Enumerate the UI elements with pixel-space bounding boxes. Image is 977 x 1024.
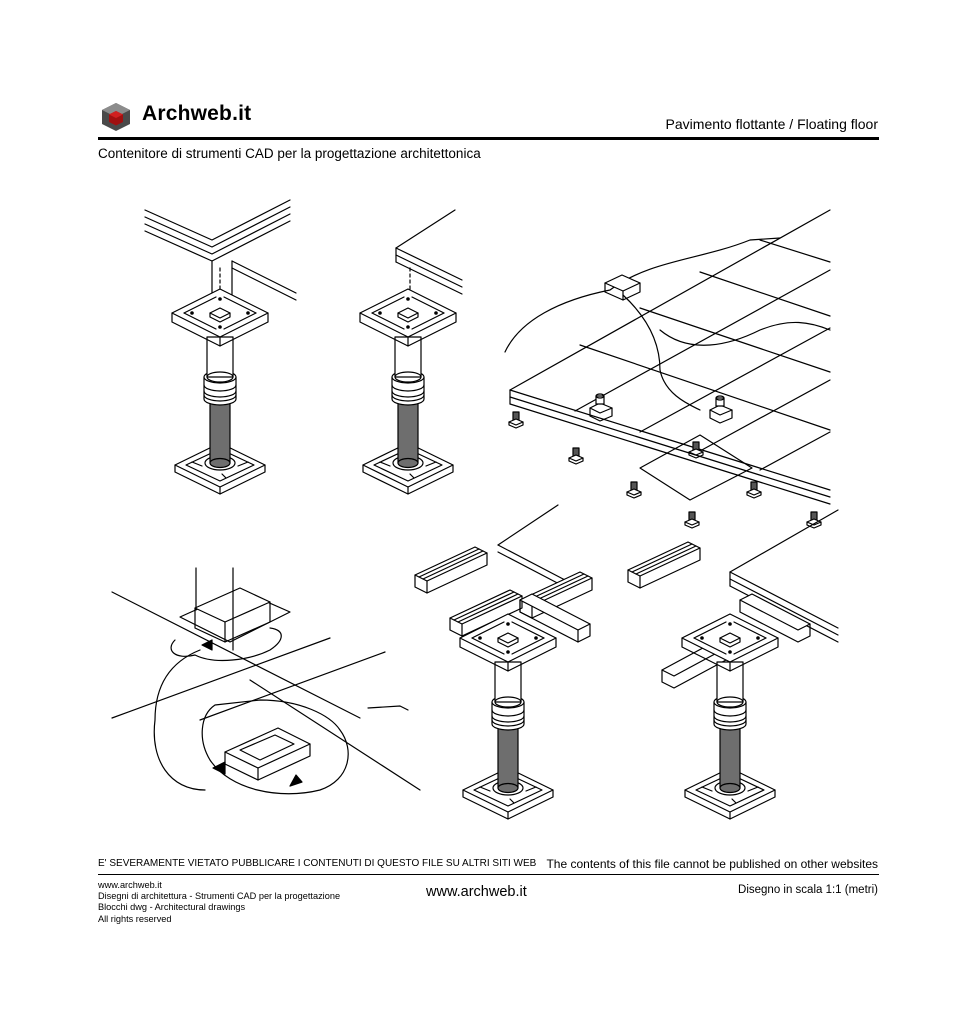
pedestal-edge-detail	[359, 210, 462, 495]
footer-line: All rights reserved	[98, 913, 172, 924]
pedestal-with-panel-and-stringers	[627, 510, 838, 820]
footer-url: www.archweb.it	[426, 884, 527, 900]
brand-name: Archweb.it	[142, 102, 252, 125]
archweb-logo-icon	[102, 103, 130, 131]
footer-line: Disegni di architettura - Strumenti CAD …	[98, 891, 341, 902]
scale-note: Disegno in scala 1:1 (metri)	[738, 884, 878, 896]
page-subtitle: Contenitore di strumenti CAD per la prog…	[98, 146, 481, 161]
page-title: Pavimento flottante / Floating floor	[665, 116, 878, 132]
footer-divider	[98, 874, 879, 875]
footer-credits: www.archweb.it Disegni di architettura -…	[98, 880, 340, 925]
copyright-warning-it: E' SEVERAMENTE VIETATO PUBBLICARE I CONT…	[98, 858, 537, 869]
junction-box-detail	[112, 568, 420, 794]
copyright-warning-en: The contents of this file cannot be publ…	[546, 857, 878, 871]
header-divider	[98, 137, 879, 140]
footer-line: www.archweb.it	[98, 880, 162, 890]
footer-line: Blocchi dwg - Architectural drawings	[98, 902, 246, 913]
floor-panel-grid	[505, 210, 830, 529]
pedestal-with-stringers	[414, 505, 593, 820]
pedestal-corner-detail	[145, 200, 296, 495]
